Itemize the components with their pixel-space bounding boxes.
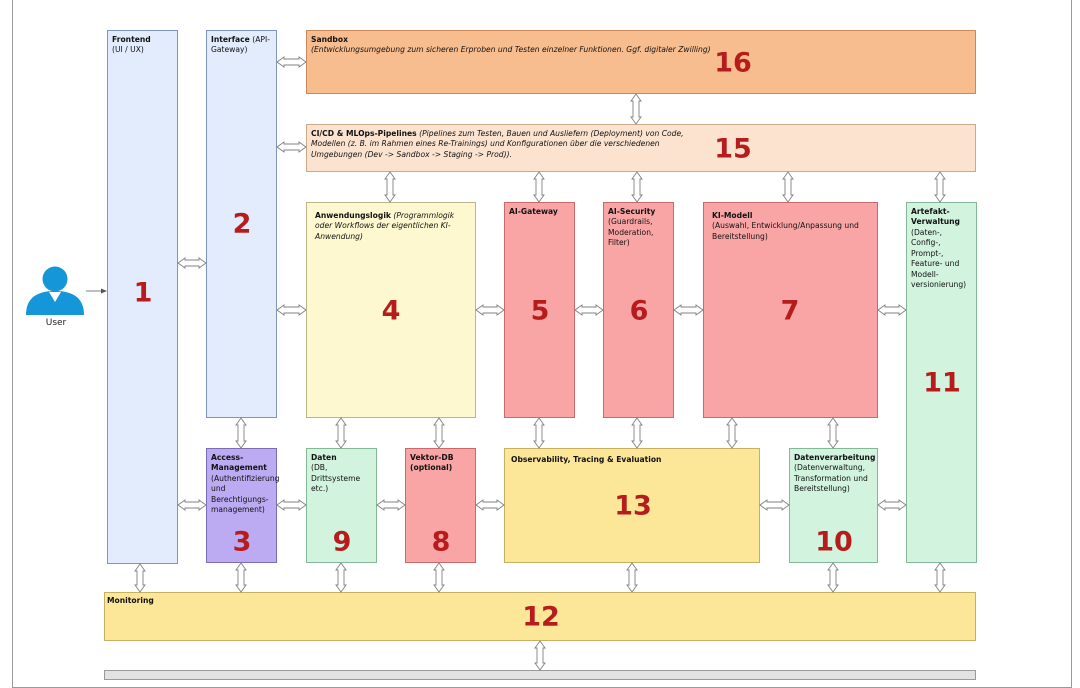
aisecurity-title: AI-Security bbox=[608, 207, 656, 216]
arrow-monitoring-bottom bbox=[534, 640, 546, 671]
daten-box: Daten(DB, Drittsysteme etc.) 9 bbox=[306, 448, 377, 563]
frontend-number: 1 bbox=[133, 277, 153, 309]
interface-box: Interface (API-Gateway) 2 bbox=[206, 30, 277, 418]
arrow-aigateway-aisecurity bbox=[574, 304, 604, 316]
arrow-vektordb-observability bbox=[475, 499, 505, 511]
arrow-datenverarbeitung-monitoring bbox=[827, 562, 839, 593]
kimodell-subtitle: (Auswahl, Entwicklung/Anpassung und Bere… bbox=[712, 221, 859, 241]
arrow-observability-datenverarbeitung bbox=[759, 499, 790, 511]
access-box: Access-Management(Authentifizierung und … bbox=[206, 448, 280, 563]
arrow-cicd-aisecurity bbox=[631, 171, 643, 203]
aisecurity-number: 6 bbox=[629, 295, 649, 327]
interface-title: Interface bbox=[211, 35, 250, 44]
arrow-datenverarbeitung-artefakt bbox=[877, 499, 907, 511]
logic-box: Anwendungslogik (Programmlogik oder Work… bbox=[306, 202, 476, 418]
arrow-cicd-aigateway bbox=[533, 171, 545, 203]
arrow-aisecurity-kimodell bbox=[673, 304, 704, 316]
aisecurity-box: AI-Security(Guardrails, Moderation, Filt… bbox=[603, 202, 674, 418]
monitoring-number: 12 bbox=[522, 601, 560, 633]
arrow-daten-monitoring bbox=[335, 562, 347, 593]
datenverarbeitung-number: 10 bbox=[815, 526, 853, 558]
arrow-logic-vektordb bbox=[433, 417, 445, 449]
arrow-interface-sandbox bbox=[276, 56, 307, 68]
arrow-logic-aigateway bbox=[475, 304, 505, 316]
arrow-artefakt-monitoring bbox=[934, 562, 946, 593]
arrow-cicd-logic bbox=[384, 171, 396, 203]
arrow-kimodell-observability bbox=[726, 417, 738, 449]
datenverarbeitung-box: Datenverarbeitung(Datenverwaltung, Trans… bbox=[789, 448, 878, 563]
datenverarbeitung-subtitle: (Datenverwaltung, Transformation und Ber… bbox=[794, 463, 868, 494]
aigateway-number: 5 bbox=[530, 295, 550, 327]
monitoring-box: Monitoring 12 bbox=[104, 592, 976, 641]
daten-subtitle: (DB, Drittsysteme etc.) bbox=[311, 463, 361, 494]
daten-title: Daten bbox=[311, 453, 337, 462]
cicd-title: CI/CD & MLOps-Pipelines bbox=[311, 129, 417, 138]
arrow-access-daten bbox=[276, 499, 307, 511]
interface-subtitle: (API-Gateway) bbox=[211, 35, 270, 55]
arrow-cicd-artefakt bbox=[934, 171, 946, 203]
kimodell-box: KI-Modell(Auswahl, Entwicklung/Anpassung… bbox=[703, 202, 878, 418]
cicd-box: CI/CD & MLOps-Pipelines (Pipelines zum T… bbox=[306, 124, 976, 172]
vektordb-subtitle: (optional) bbox=[410, 463, 453, 473]
arrow-frontend-interface bbox=[177, 257, 207, 269]
cicd-subtitle: (Pipelines zum Testen, Bauen und Auslief… bbox=[311, 129, 684, 159]
aisecurity-subtitle: (Guardrails, Moderation, Filter) bbox=[608, 217, 654, 248]
sandbox-title: Sandbox bbox=[311, 35, 348, 44]
arrow-interface-logic bbox=[276, 304, 307, 316]
vektordb-box: Vektor-DB(optional) 8 bbox=[405, 448, 476, 563]
artefakt-box: Artefakt-Verwaltung(Daten-, Config-, Pro… bbox=[906, 202, 977, 563]
arrow-interface-cicd bbox=[276, 141, 307, 153]
logic-subtitle: (Programmlogik oder Workflows der eigent… bbox=[315, 211, 455, 241]
vektordb-number: 8 bbox=[431, 526, 451, 558]
user-label: User bbox=[45, 318, 67, 328]
access-subtitle: (Authentifizierung und Berechtigungs-man… bbox=[211, 473, 280, 515]
logic-title: Anwendungslogik bbox=[315, 211, 391, 220]
aigateway-title: AI-Gateway bbox=[509, 207, 558, 216]
kimodell-number: 7 bbox=[780, 295, 800, 327]
arrow-access-monitoring bbox=[235, 562, 247, 593]
sandbox-box: Sandbox(Entwicklungsumgebung zum sichere… bbox=[306, 30, 976, 94]
arrow-kimodell-datenverarbeitung bbox=[827, 417, 839, 449]
arrow-aigateway-observability bbox=[533, 417, 545, 449]
sandbox-number: 16 bbox=[714, 47, 752, 79]
vektordb-title: Vektor-DB bbox=[410, 453, 454, 462]
artefakt-number: 11 bbox=[923, 367, 961, 399]
monitoring-title: Monitoring bbox=[107, 596, 154, 605]
frontend-box: Frontend(UI / UX) 1 bbox=[107, 30, 178, 564]
arrow-user-frontend-head bbox=[101, 288, 107, 294]
observability-number: 13 bbox=[614, 490, 652, 522]
arrow-interface-access bbox=[235, 417, 247, 449]
arrow-vektordb-monitoring bbox=[433, 562, 445, 593]
arrow-daten-vektordb bbox=[376, 499, 406, 511]
kimodell-title: KI-Modell bbox=[712, 211, 753, 220]
arrow-kimodell-artefakt bbox=[877, 304, 907, 316]
arrow-logic-daten bbox=[335, 417, 347, 449]
datenverarbeitung-title: Datenverarbeitung bbox=[794, 453, 876, 462]
frontend-subtitle: (UI / UX) bbox=[112, 45, 144, 55]
arrow-frontend-monitoring bbox=[134, 563, 146, 593]
interface-number: 2 bbox=[232, 208, 252, 240]
access-title: Access-Management bbox=[211, 453, 267, 473]
sandbox-subtitle: (Entwicklungsumgebung zum sicheren Erpro… bbox=[311, 45, 711, 55]
arrow-aisecurity-observability bbox=[631, 417, 643, 449]
access-number: 3 bbox=[232, 526, 252, 558]
daten-number: 9 bbox=[332, 526, 352, 558]
arrow-sandbox-cicd bbox=[630, 93, 642, 125]
arrow-frontend-access bbox=[177, 499, 207, 511]
arrow-cicd-kimodell bbox=[782, 171, 794, 203]
artefakt-subtitle: (Daten-, Config-, Prompt-, Feature- und … bbox=[911, 227, 967, 290]
observability-box: Observability, Tracing & Evaluation 13 bbox=[504, 448, 760, 563]
artefakt-title: Artefakt-Verwaltung bbox=[911, 207, 960, 227]
observability-title: Observability, Tracing & Evaluation bbox=[511, 455, 662, 464]
arrow-observability-monitoring bbox=[626, 562, 638, 593]
user-icon bbox=[24, 265, 86, 317]
cicd-number: 15 bbox=[714, 133, 752, 165]
frontend-title: Frontend bbox=[112, 35, 151, 44]
logic-number: 4 bbox=[381, 295, 401, 327]
